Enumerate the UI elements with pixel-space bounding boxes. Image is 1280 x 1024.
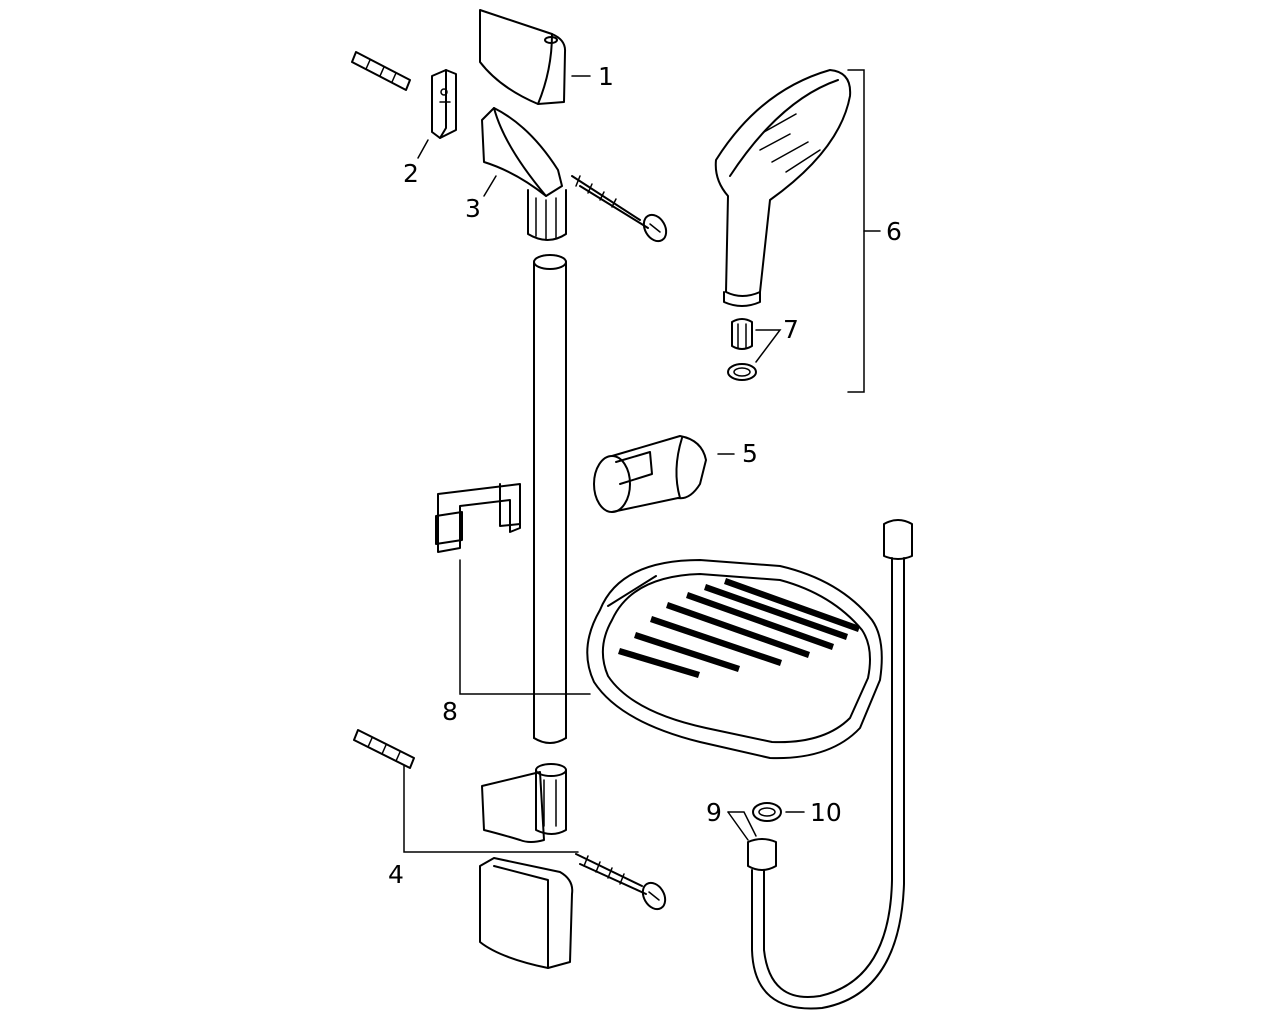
label-6: 6	[886, 217, 902, 246]
label-4: 4	[388, 860, 404, 889]
label-8: 8	[442, 697, 458, 726]
part-6-hand-shower	[714, 69, 852, 307]
part-2-dowel	[351, 51, 411, 91]
leader-lines	[403, 69, 881, 853]
part-10-washer	[752, 802, 782, 822]
label-1: 1	[598, 62, 614, 91]
part-8-soap-holder-clip	[435, 483, 521, 553]
upper-screw	[571, 175, 668, 243]
label-2: 2	[403, 159, 419, 188]
part-2-wall-plate	[431, 69, 457, 139]
label-9: 9	[706, 798, 722, 827]
part-1-top-cover	[479, 9, 567, 105]
part-5-shower-holder	[593, 435, 707, 513]
part-7-flow-limiter	[731, 318, 753, 350]
part-7-washer	[727, 363, 757, 381]
label-5: 5	[742, 439, 758, 468]
bottom-cover	[479, 857, 574, 969]
label-3: 3	[465, 194, 481, 223]
soap-dish	[586, 559, 883, 760]
slide-rail	[533, 254, 567, 744]
label-10: 10	[810, 798, 842, 827]
lower-bracket	[481, 763, 567, 843]
shower-hose	[747, 519, 913, 1010]
part-3-upper-bracket	[481, 107, 567, 241]
part-4-dowel	[353, 729, 415, 769]
lower-screw	[575, 853, 667, 911]
label-7: 7	[783, 315, 799, 344]
